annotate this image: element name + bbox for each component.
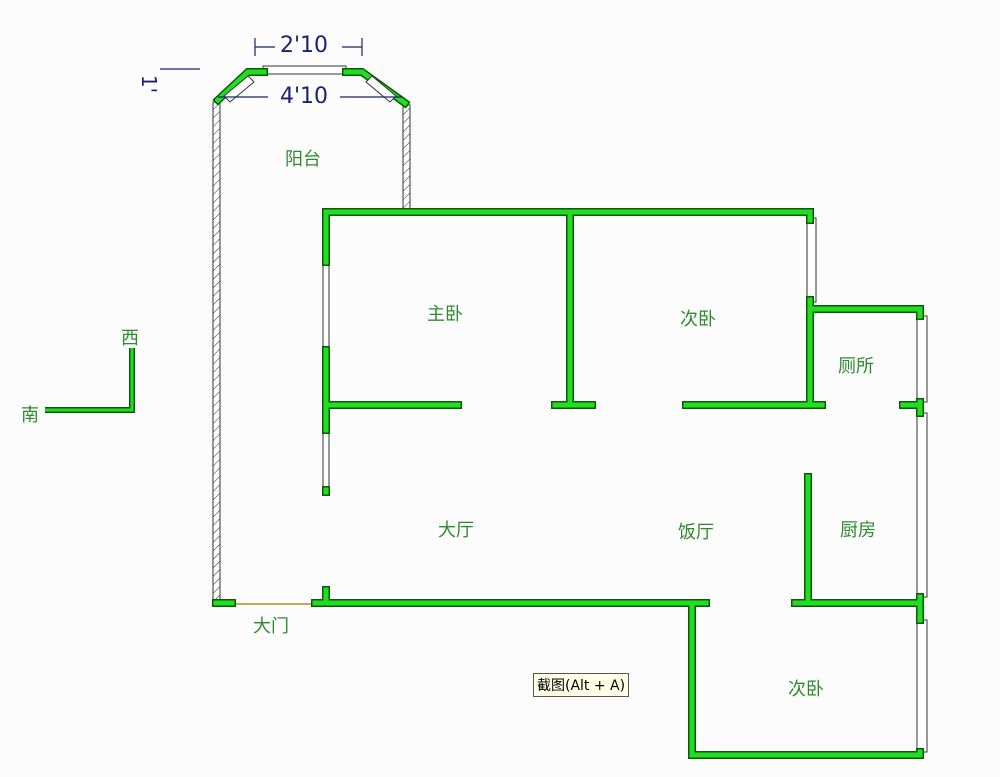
room-living: 大厅 (438, 520, 474, 541)
room-second-bedroom-top: 次卧 (680, 309, 716, 330)
dimension-side: 1' (137, 74, 162, 94)
balcony-side-windows (223, 75, 397, 103)
balcony-left-wall (212, 101, 221, 604)
walls (212, 68, 924, 759)
dimension-lines (160, 38, 402, 98)
room-dining: 饭厅 (678, 522, 714, 543)
room-master-bedroom: 主卧 (427, 304, 463, 325)
compass-west: 西 (121, 328, 139, 349)
room-kitchen: 厨房 (840, 520, 876, 541)
screenshot-tooltip: 截图(Alt + A) (533, 673, 630, 697)
dimension-top: 2'10 (280, 33, 329, 58)
room-toilet: 厕所 (838, 356, 874, 377)
compass-south: 南 (21, 405, 39, 426)
room-second-bedroom-bottom: 次卧 (788, 679, 824, 700)
balcony-right-wall (402, 104, 411, 213)
dimension-bottom: 4'10 (280, 84, 329, 109)
main-door-label: 大门 (253, 616, 289, 637)
room-balcony: 阳台 (285, 149, 321, 170)
compass-indicator (45, 348, 135, 413)
